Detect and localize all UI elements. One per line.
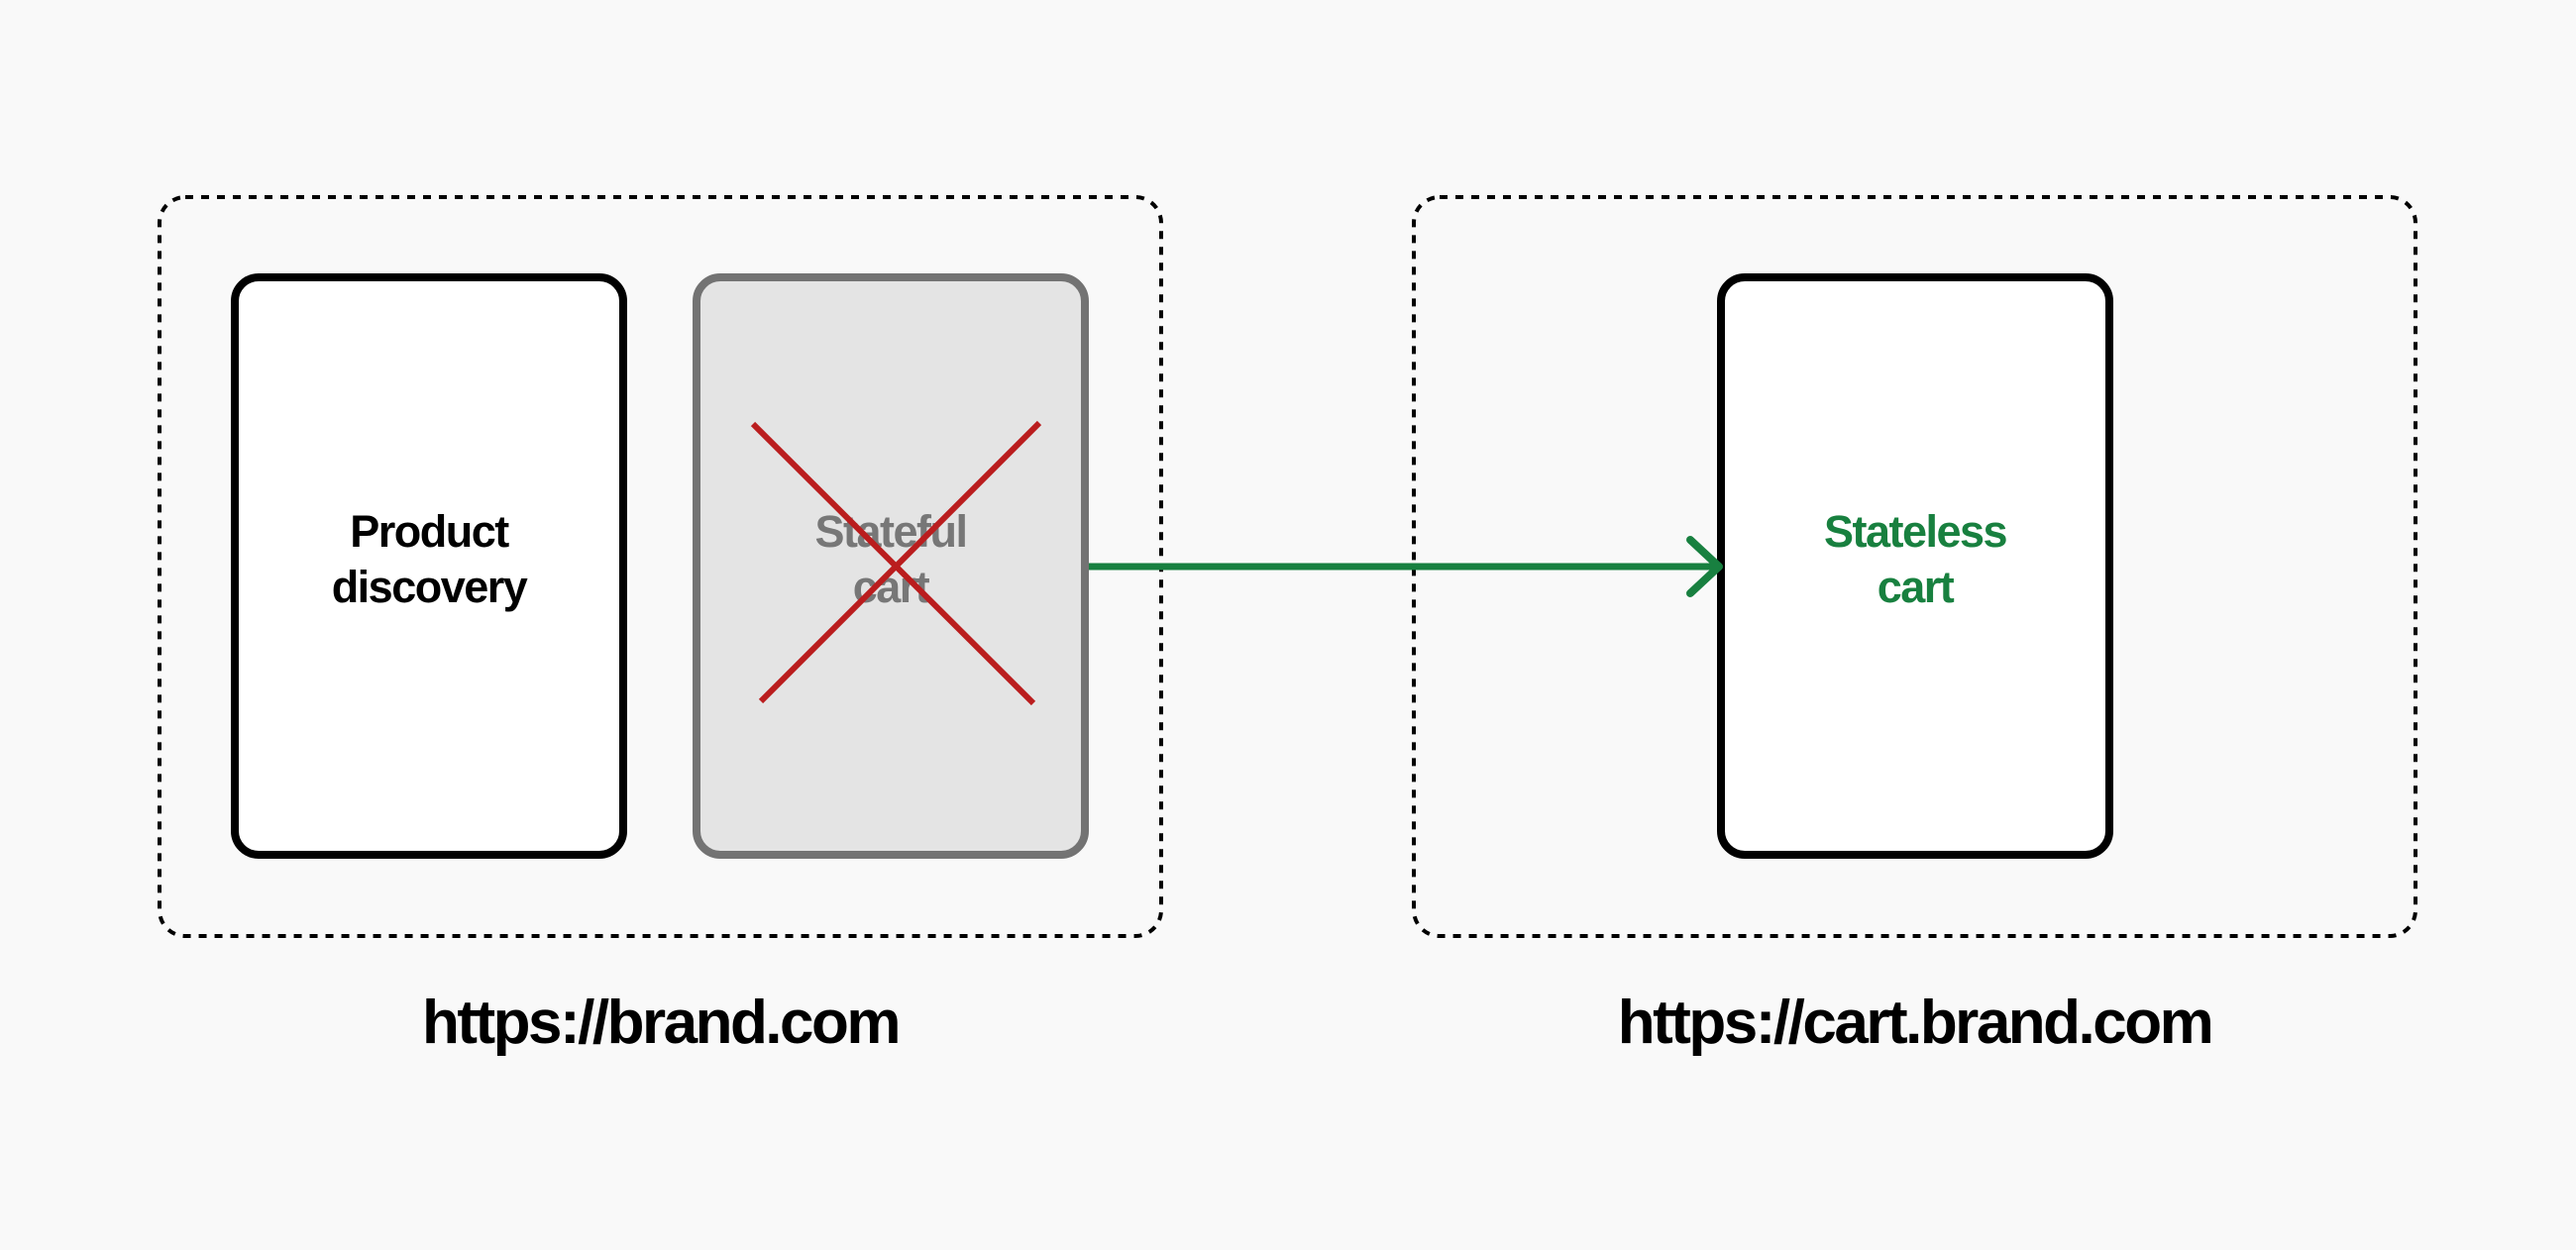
card-stateful-cart: Stateful cart <box>693 273 1089 859</box>
card-stateless-cart: Stateless cart <box>1717 273 2113 859</box>
url-label-brand: https://brand.com <box>421 989 902 1057</box>
card-product-discovery: Product discovery <box>231 273 627 859</box>
card-label-product-discovery: Product discovery <box>331 505 528 612</box>
arrow-head <box>1686 536 1723 597</box>
card-label-stateless-cart: Stateless cart <box>1823 505 2008 612</box>
card-label-stateful-cart: Stateful cart <box>814 505 968 612</box>
url-label-cart-subdomain: https://cart.brand.com <box>1617 989 2214 1057</box>
arrow-right-icon <box>1089 536 1723 597</box>
